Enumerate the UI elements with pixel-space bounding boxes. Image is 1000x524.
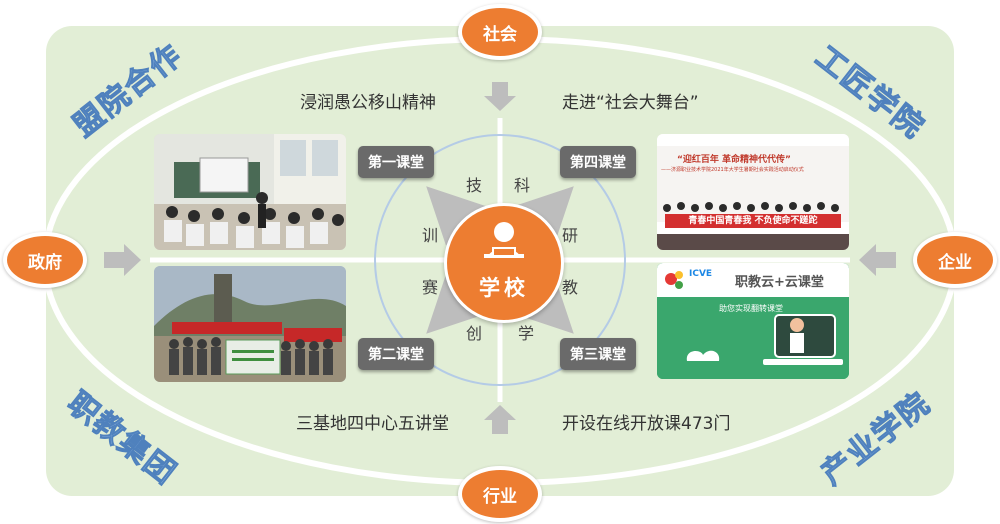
school-center: 学校 <box>444 203 564 323</box>
text-top-right: 走进“社会大舞台” <box>562 93 699 113</box>
ring-char-yan: 研 <box>562 226 579 245</box>
photo-fourth-classroom: “迎红百年 革命精神代代传” ——济源职业技术学院2021年大学生暑期社会实践活… <box>657 134 849 250</box>
online-course-image <box>657 263 849 379</box>
ring-char-chuang: 创 <box>466 324 483 343</box>
text-top-left: 浸润愚公移山精神 <box>300 93 436 113</box>
arrow-top <box>484 82 516 111</box>
photo-third-classroom: ICVE 职教云+云课堂 助您实现翻转课堂 <box>657 263 849 379</box>
node-government: 政府 <box>3 232 87 288</box>
tag-fourth-classroom: 第四课堂 <box>560 146 636 178</box>
online-course-subtitle: 助您实现翻转课堂 <box>719 304 783 313</box>
online-course-title: 职教云+云课堂 <box>735 275 824 290</box>
arrow-left <box>104 244 141 276</box>
ceremony-scene-image <box>657 134 849 250</box>
ring-char-xue: 学 <box>518 324 535 343</box>
ring-char-jiao: 教 <box>562 278 579 297</box>
photo-second-classroom <box>154 266 346 382</box>
text-bottom-right: 开设在线开放课473门 <box>562 414 731 434</box>
ring-char-ji: 技 <box>466 176 483 195</box>
ceremony-banner: 青春中国青春我 不负使命不蹉跎 <box>665 214 841 228</box>
classroom-scene-image <box>154 134 346 250</box>
tag-second-classroom: 第二课堂 <box>358 338 434 370</box>
tag-first-classroom: 第一课堂 <box>358 146 434 178</box>
ring-char-ke: 科 <box>514 176 531 195</box>
ring-char-sai: 赛 <box>422 278 439 297</box>
arrow-bottom <box>484 405 516 434</box>
node-society: 社会 <box>458 4 542 60</box>
photo-first-classroom <box>154 134 346 250</box>
icve-brand: ICVE <box>689 269 713 279</box>
text-bottom-left: 三基地四中心五讲堂 <box>296 414 449 434</box>
ceremony-title: “迎红百年 革命精神代代传” <box>677 155 791 165</box>
outer-arrows <box>104 82 896 434</box>
outdoor-group-image <box>154 266 346 382</box>
tag-third-classroom: 第三课堂 <box>560 338 636 370</box>
arrow-right <box>859 244 896 276</box>
ring-char-xun: 训 <box>422 226 439 245</box>
node-enterprise: 企业 <box>913 232 997 288</box>
ceremony-subtitle: ——济源职业技术学院2021年大学生暑期社会实践活动启动仪式 <box>661 167 804 173</box>
user-computer-icon <box>484 222 524 258</box>
inner-ring <box>374 134 626 386</box>
school-label: 学校 <box>479 276 529 300</box>
node-industry: 行业 <box>458 466 542 522</box>
